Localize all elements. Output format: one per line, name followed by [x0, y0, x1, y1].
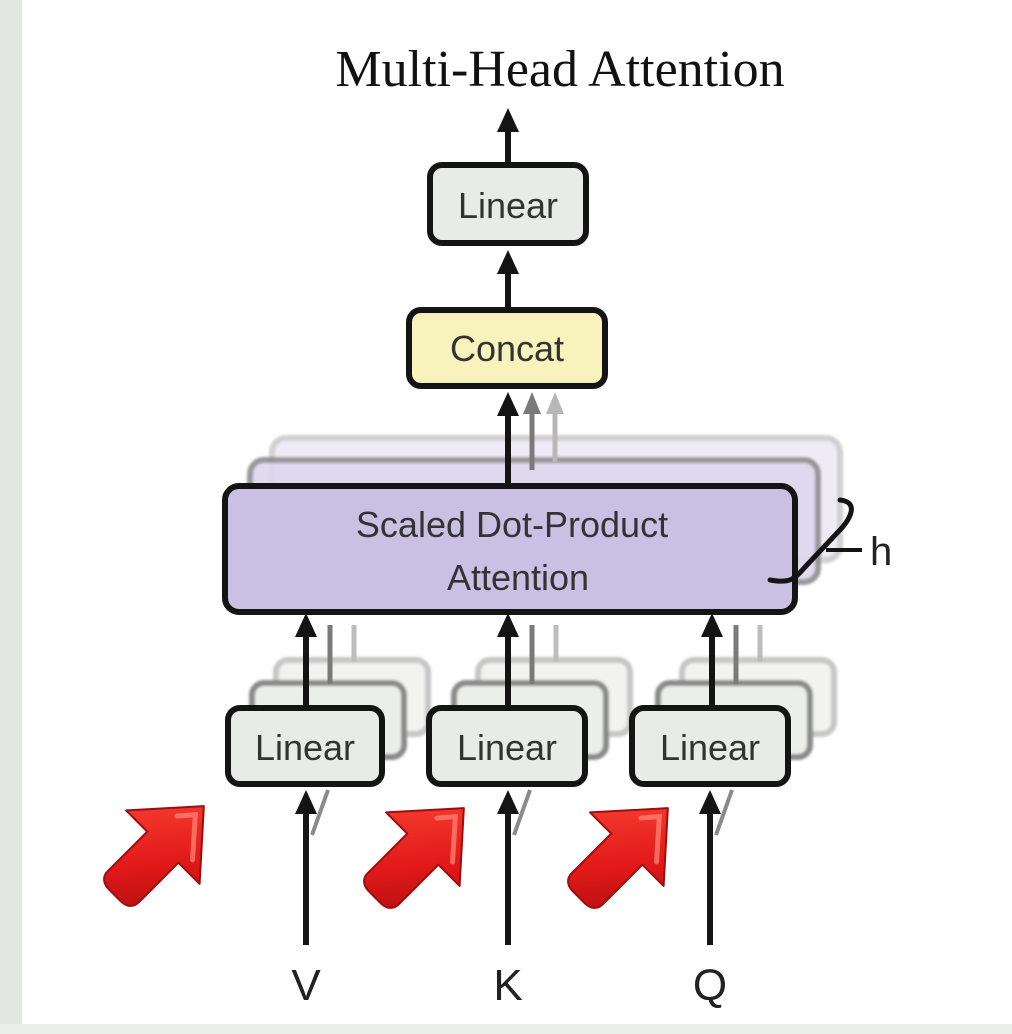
attention-label-line1: Scaled Dot-Product [356, 504, 668, 545]
input-linear-label-q: Linear [660, 727, 760, 768]
input-label-q: Q [693, 961, 727, 1010]
left-margin-strip [0, 0, 22, 1034]
attention-box: Scaled Dot-Product Attention [222, 483, 798, 615]
input-linear-label-v: Linear [255, 727, 355, 768]
input-branch-v: Linear V [225, 613, 431, 1010]
input-label-k: K [493, 961, 522, 1010]
diagram-title: Multi-Head Attention [335, 41, 784, 98]
concat-label: Concat [450, 328, 564, 369]
output-linear-box: Linear [427, 162, 589, 246]
red-arrow-icon [567, 807, 669, 909]
output-linear-label: Linear [458, 185, 558, 226]
attention-label-line2: Attention [447, 557, 589, 598]
bottom-margin-strip [0, 1024, 1012, 1034]
input-label-v: V [291, 961, 321, 1010]
heads-brace: h [767, 497, 892, 584]
red-arrow-icon [363, 807, 465, 909]
input-linear-label-k: Linear [457, 727, 557, 768]
concat-box: Concat [406, 307, 608, 389]
heads-label: h [870, 530, 892, 574]
attention-to-concat-arrows [497, 392, 564, 485]
output-arrow [497, 108, 519, 164]
input-branch-q: Linear Q [629, 613, 837, 1010]
input-branch-k: Linear K [426, 613, 633, 1010]
concat-to-linear-arrow [497, 250, 519, 308]
red-arrow-icon [103, 805, 205, 907]
